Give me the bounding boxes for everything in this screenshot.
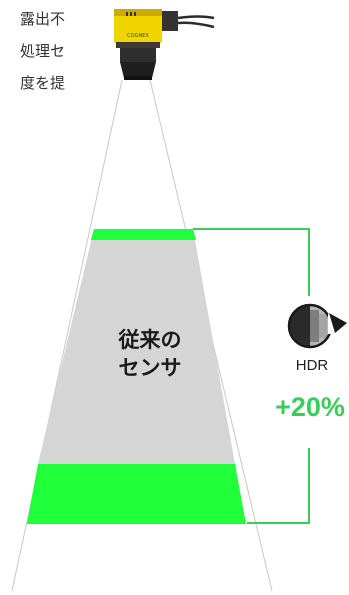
camera-icon: COGNEX	[114, 9, 215, 80]
intro-line-2: 処理セ	[19, 42, 65, 60]
camera-brand-label: COGNEX	[127, 33, 149, 39]
range-bracket-top	[193, 228, 310, 296]
bottom-green-band	[27, 464, 246, 524]
range-bracket-bottom	[247, 448, 310, 524]
intro-line-3: 度を提	[19, 74, 65, 92]
intro-line-1: 露出不	[19, 10, 65, 28]
hdr-rotate-icon	[287, 303, 347, 349]
hdr-improvement: +20%	[275, 392, 345, 422]
cone-label-line-1: 従来の	[118, 328, 182, 352]
hdr-label: HDR	[295, 357, 329, 374]
cone-label-line-2: センサ	[118, 356, 182, 380]
camera-body	[114, 9, 162, 43]
top-green-band	[91, 229, 196, 240]
dynamic-range-area	[38, 229, 235, 464]
